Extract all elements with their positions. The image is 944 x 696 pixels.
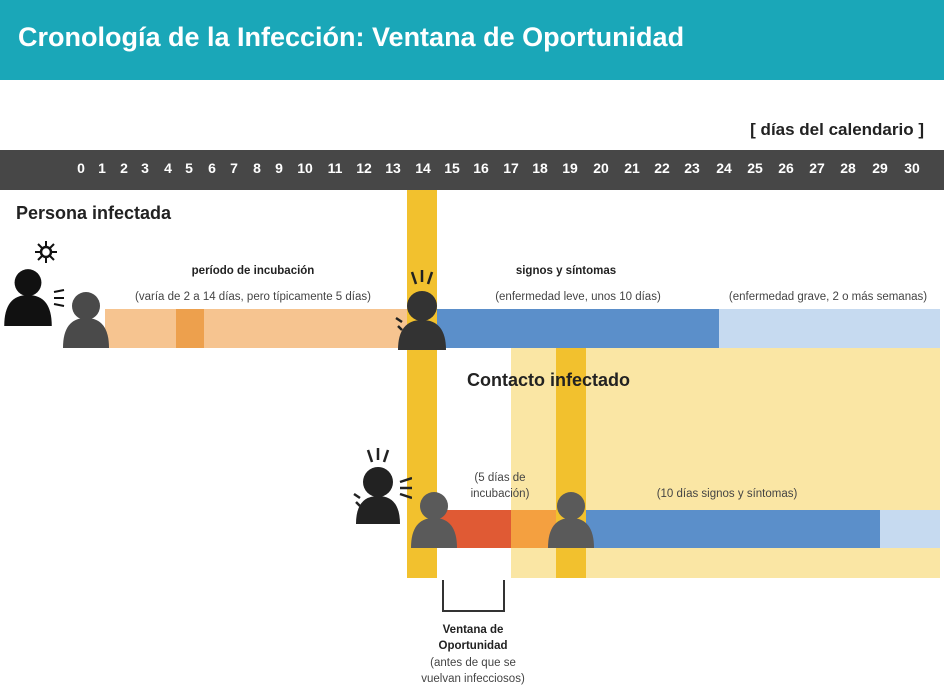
day-label: 29	[872, 160, 888, 176]
incubation-typical-marker	[176, 309, 204, 348]
day-label: 28	[840, 160, 856, 176]
symptoms-note: (enfermedad leve, unos 10 días)	[495, 291, 661, 303]
severe-bar	[719, 309, 940, 348]
day-label: 22	[654, 160, 670, 176]
calendar-days-label: [ días del calendario ]	[750, 120, 924, 139]
day-label: 18	[532, 160, 548, 176]
window-title-2: Oportunidad	[438, 640, 508, 652]
day-label: 13	[385, 160, 401, 176]
page-title: Cronología de la Infección: Ventana de O…	[18, 22, 685, 52]
symptoms-title: signos y síntomas	[515, 265, 617, 277]
day-label: 16	[473, 160, 489, 176]
incubation-bar	[105, 309, 407, 348]
window-note-1: (antes de que se	[430, 657, 516, 669]
symptomatic-person-icon	[395, 270, 446, 350]
source-person-icon	[4, 269, 52, 326]
day-label: 15	[444, 160, 460, 176]
day-label: 9	[275, 160, 283, 176]
symptoms-bar	[437, 309, 719, 348]
day-label: 2	[120, 160, 128, 176]
day-label: 24	[716, 160, 732, 176]
day-label: 25	[747, 160, 763, 176]
day-label: 17	[503, 160, 519, 176]
day-label: 6	[208, 160, 216, 176]
incubation-note: (varía de 2 a 14 días, pero típicamente …	[135, 291, 371, 303]
day-label: 4	[164, 160, 172, 176]
day-label: 3	[141, 160, 149, 176]
day-label: 7	[230, 160, 238, 176]
day-label: 0	[77, 160, 85, 176]
day-label: 19	[562, 160, 578, 176]
contact-incubation-note-2: incubación)	[470, 488, 530, 500]
day-label: 11	[327, 160, 343, 176]
day-label: 8	[253, 160, 261, 176]
coughing-person-icon	[353, 448, 412, 524]
infected-person-icon	[63, 292, 109, 348]
day-label: 12	[356, 160, 372, 176]
window-note-2: vuelvan infecciosos)	[421, 673, 525, 685]
day-label: 30	[904, 160, 920, 176]
contact-symptoms-note: (10 días signos y síntomas)	[656, 488, 798, 500]
incubation-title: período de incubación	[191, 265, 315, 277]
contact-symptoms-bar	[586, 510, 880, 548]
day-label: 27	[809, 160, 825, 176]
virus-icon	[35, 241, 57, 263]
day-label: 5	[185, 160, 193, 176]
day-label: 1	[98, 160, 106, 176]
contact-person-icon	[411, 492, 457, 548]
contact-heading: Contacto infectado	[467, 370, 631, 390]
window-bracket	[442, 580, 505, 612]
day-label: 14	[415, 160, 431, 176]
contact-severe-bar	[880, 510, 940, 548]
day-label: 26	[778, 160, 794, 176]
contact-symptomatic-person-icon	[548, 492, 594, 548]
window-title-1: Ventana de	[442, 624, 504, 636]
day-label: 21	[624, 160, 640, 176]
header-banner	[0, 0, 944, 80]
contact-incubation-note-1: (5 días de	[474, 472, 526, 484]
day-label: 20	[593, 160, 609, 176]
infected-heading: Persona infectada	[16, 203, 172, 223]
speech-lines-icon	[53, 289, 65, 307]
day-label: 10	[297, 160, 313, 176]
day-label: 23	[684, 160, 700, 176]
severe-note: (enfermedad grave, 2 o más semanas)	[728, 291, 928, 303]
